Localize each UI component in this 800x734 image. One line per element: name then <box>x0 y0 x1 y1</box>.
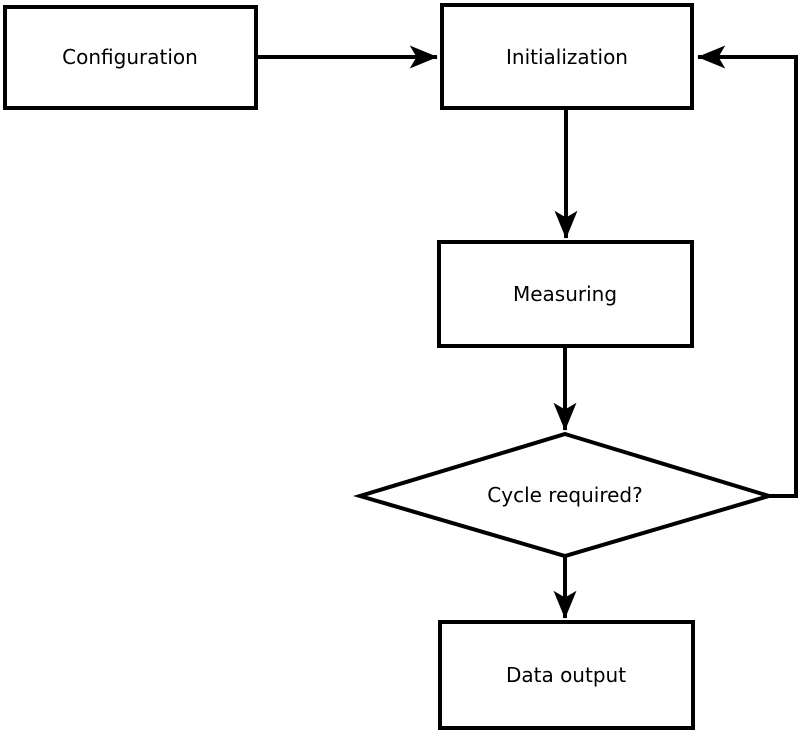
node-measuring: Measuring <box>437 240 694 348</box>
cycle-required-diamond <box>352 431 776 559</box>
measuring-box <box>437 240 694 348</box>
node-data-output: Data output <box>438 620 695 730</box>
configuration-label: Configuration <box>62 45 198 69</box>
cycle-required-label: Cycle required? <box>487 483 642 507</box>
node-initialization: Initialization <box>440 3 694 110</box>
initialization-box <box>440 3 694 110</box>
initialization-label: Initialization <box>506 45 628 69</box>
node-configuration: Configuration <box>3 5 258 110</box>
data-output-box <box>438 620 695 730</box>
arrow-loop-back-to-initialization <box>697 45 798 498</box>
edge-cycle-required-loop-to-initialization <box>697 45 798 498</box>
configuration-box <box>3 5 258 110</box>
measuring-label: Measuring <box>513 282 617 306</box>
data-output-label: Data output <box>506 663 626 687</box>
node-cycle-required: Cycle required? <box>352 431 776 559</box>
